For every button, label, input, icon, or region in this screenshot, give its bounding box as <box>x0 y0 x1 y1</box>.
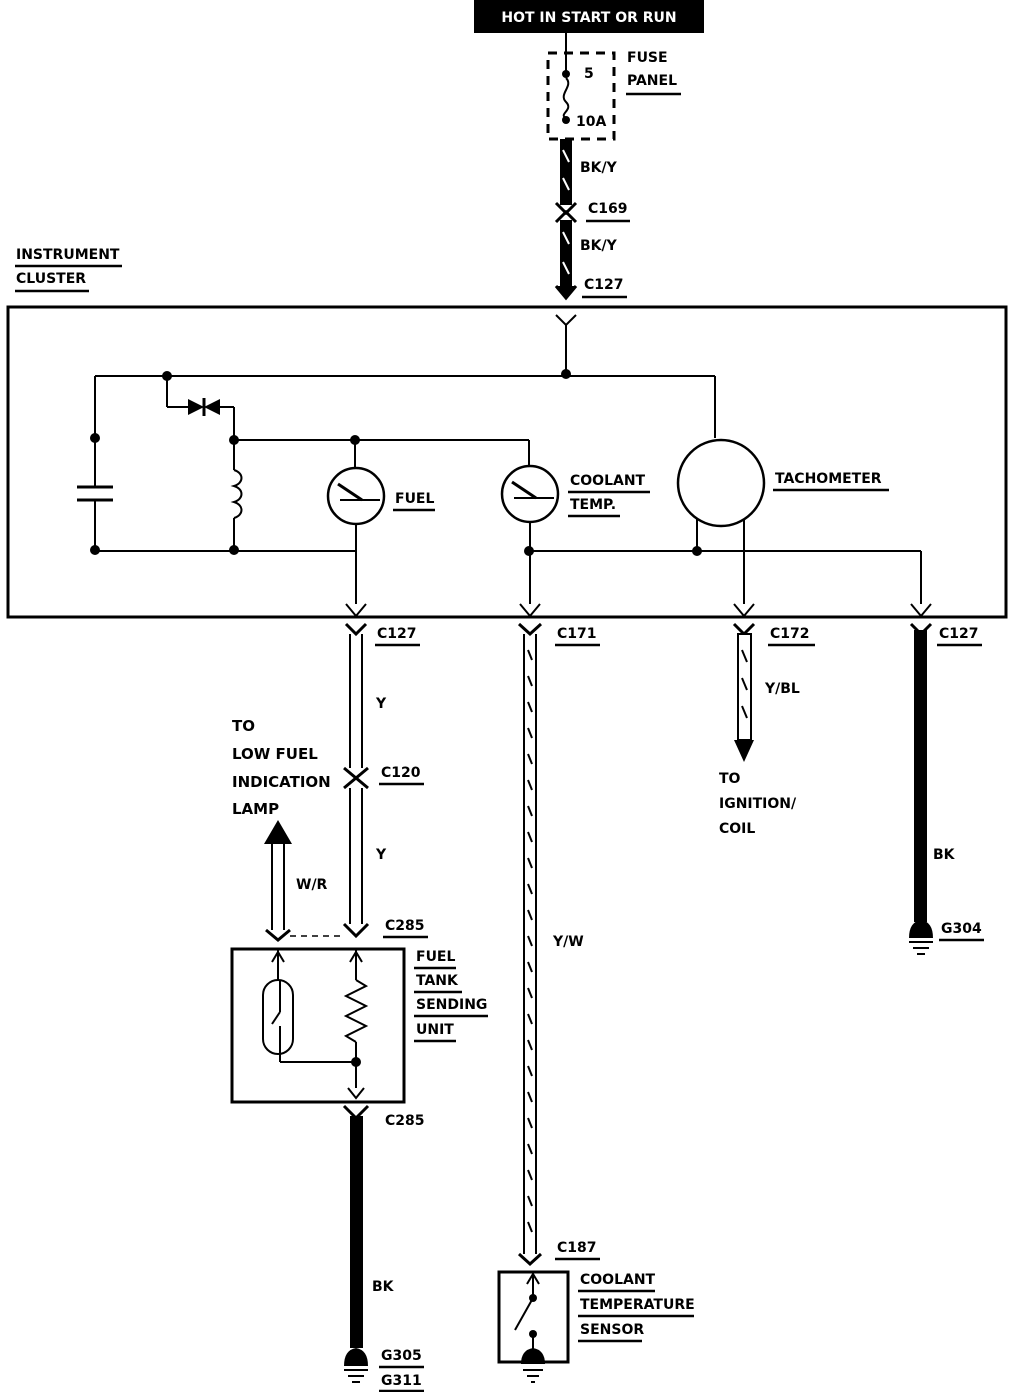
tach-circuit: C172 Y/BL TO IGNITION/ COIL <box>719 622 815 837</box>
coolant-temp-gauge: COOLANT TEMP. <box>500 464 650 604</box>
lamp-wire-color: W/R <box>296 877 328 893</box>
fuel-ground-wire-color: BK <box>372 1279 395 1295</box>
fuse-panel-label-2: PANEL <box>627 73 677 89</box>
connector-c127-fuel: C127 <box>377 626 417 642</box>
instrument-cluster-label-2: CLUSTER <box>16 271 86 287</box>
fuse-panel-label-1: FUSE <box>627 50 668 66</box>
fuse-rating: 10A <box>576 114 606 130</box>
lamp-label-4: LAMP <box>232 800 279 818</box>
instrument-cluster: FUEL COOLANT TEMP. TACHOMETER <box>6 305 1008 619</box>
connector-c127-supply: C127 <box>584 277 624 293</box>
ground-g305: G305 <box>381 1348 422 1364</box>
tach-destination-1: TO <box>719 771 741 787</box>
fuse-number: 5 <box>584 66 594 82</box>
supply-wire-color-2: BK/Y <box>580 238 618 254</box>
connector-c120: C120 <box>381 765 421 781</box>
sender-label-4: UNIT <box>416 1022 454 1038</box>
sensor-label-1: COOLANT <box>580 1272 656 1288</box>
sensor-label-2: TEMPERATURE <box>580 1297 695 1313</box>
lamp-label-2: LOW FUEL <box>232 745 318 763</box>
fuel-wire-color-1: Y <box>375 696 387 712</box>
fuel-gauge: FUEL <box>326 466 435 604</box>
tachometer-label: TACHOMETER <box>775 471 882 487</box>
fuse-panel: 5 10A FUSE PANEL <box>546 33 681 141</box>
power-source-label: HOT IN START OR RUN <box>501 10 676 26</box>
power-source-header: HOT IN START OR RUN <box>474 0 704 33</box>
sender-label-3: SENDING <box>416 997 487 1013</box>
lamp-label-1: TO <box>232 717 255 735</box>
connector-c285-top: C285 <box>385 918 425 934</box>
fuel-tank-sending-unit <box>230 947 406 1104</box>
coolant-circuit: C171 Y/W C187 COOLANT TEMPERATURE SENSOR <box>497 622 695 1383</box>
ground-circuit: C127 BK G304 <box>909 622 984 955</box>
sender-label-2: TANK <box>416 973 459 989</box>
supply-wire-color-1: BK/Y <box>580 160 618 176</box>
tachometer: TACHOMETER <box>676 438 889 604</box>
connector-c171: C171 <box>557 626 597 642</box>
ground-wire-color: BK <box>933 847 956 863</box>
tach-destination-3: COIL <box>719 821 755 837</box>
connector-c169: C169 <box>588 201 628 217</box>
connector-c187: C187 <box>557 1240 597 1256</box>
connector-c285-bottom: C285 <box>385 1113 425 1129</box>
ground-g304-icon <box>909 920 933 955</box>
sender-label-1: FUEL <box>416 949 455 965</box>
coolant-gauge-label-1: COOLANT <box>570 473 646 489</box>
fuel-circuit: C127 Y C120 Y C285 W/R TO LOW FUEL INDIC… <box>230 622 488 1392</box>
lamp-label-3: INDICATION <box>232 773 331 791</box>
sensor-label-3: SENSOR <box>580 1322 644 1338</box>
fuel-wire-color-2: Y <box>375 847 387 863</box>
coolant-wire-color: Y/W <box>552 934 584 950</box>
coolant-gauge-label-2: TEMP. <box>570 497 616 513</box>
coolant-temperature-sensor <box>497 1270 570 1383</box>
instrument-cluster-label: INSTRUMENT CLUSTER <box>15 247 122 293</box>
ground-g305-icon <box>344 1348 368 1383</box>
tach-destination-2: IGNITION/ <box>719 796 797 812</box>
ground-g304: G304 <box>941 921 982 937</box>
connector-c172: C172 <box>770 626 810 642</box>
ground-g311: G311 <box>381 1373 422 1389</box>
connector-c127-ground: C127 <box>939 626 979 642</box>
supply-wire: BK/Y C169 BK/Y C127 <box>554 139 630 301</box>
instrument-cluster-label-1: INSTRUMENT <box>16 247 120 263</box>
fuel-gauge-label: FUEL <box>395 491 434 507</box>
tach-wire-color: Y/BL <box>764 681 800 697</box>
